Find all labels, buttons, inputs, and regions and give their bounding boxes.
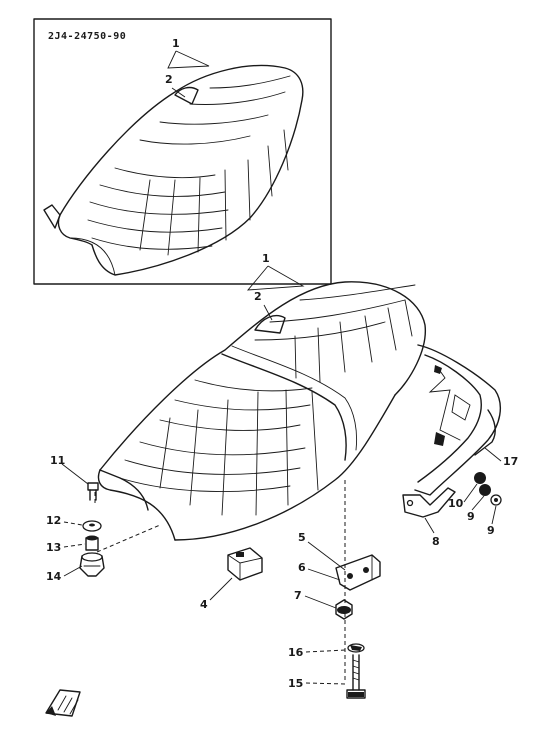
callout-8: 8 xyxy=(432,535,440,548)
washer-16 xyxy=(347,643,365,653)
damper-14 xyxy=(79,552,105,577)
screw-9 xyxy=(490,494,502,506)
callout-inset-1: 1 xyxy=(172,37,180,50)
bolt-11 xyxy=(87,482,99,501)
inset-frame xyxy=(33,18,332,285)
callout-4: 4 xyxy=(200,598,208,611)
bolt-15 xyxy=(346,654,366,699)
inset-seat xyxy=(43,64,304,276)
callout-7: 7 xyxy=(294,589,302,602)
front-direction-arrow-icon xyxy=(45,689,81,717)
bracket xyxy=(402,487,456,518)
latch-plate xyxy=(335,554,381,591)
callout-16: 16 xyxy=(288,646,304,659)
main-seat xyxy=(97,281,426,541)
callout-12: 12 xyxy=(46,514,61,527)
callout-inset-2: 2 xyxy=(165,73,173,86)
grommet-10 xyxy=(474,472,491,496)
callout-5: 5 xyxy=(298,531,306,544)
callout-17: 17 xyxy=(503,455,518,468)
collar-13 xyxy=(85,535,99,551)
rear-cowl xyxy=(414,344,502,496)
callout-10: 10 xyxy=(448,497,464,510)
callout-main-1: 1 xyxy=(262,252,270,265)
damper-block xyxy=(227,547,263,581)
callout-14: 14 xyxy=(46,570,62,583)
inset-panel: 2J4-24750-90 1 2 xyxy=(33,18,332,285)
callout-main-2: 2 xyxy=(254,290,262,303)
callout-13: 13 xyxy=(46,541,61,554)
washer-12 xyxy=(82,520,102,532)
callout-11: 11 xyxy=(50,454,65,467)
nut-7 xyxy=(335,599,353,620)
callout-15: 15 xyxy=(288,677,303,690)
callout-6: 6 xyxy=(298,561,306,574)
inset-part-code: 2J4-24750-90 xyxy=(48,31,126,42)
callout-9-b: 9 xyxy=(487,524,495,537)
callout-9-a: 9 xyxy=(467,510,475,523)
